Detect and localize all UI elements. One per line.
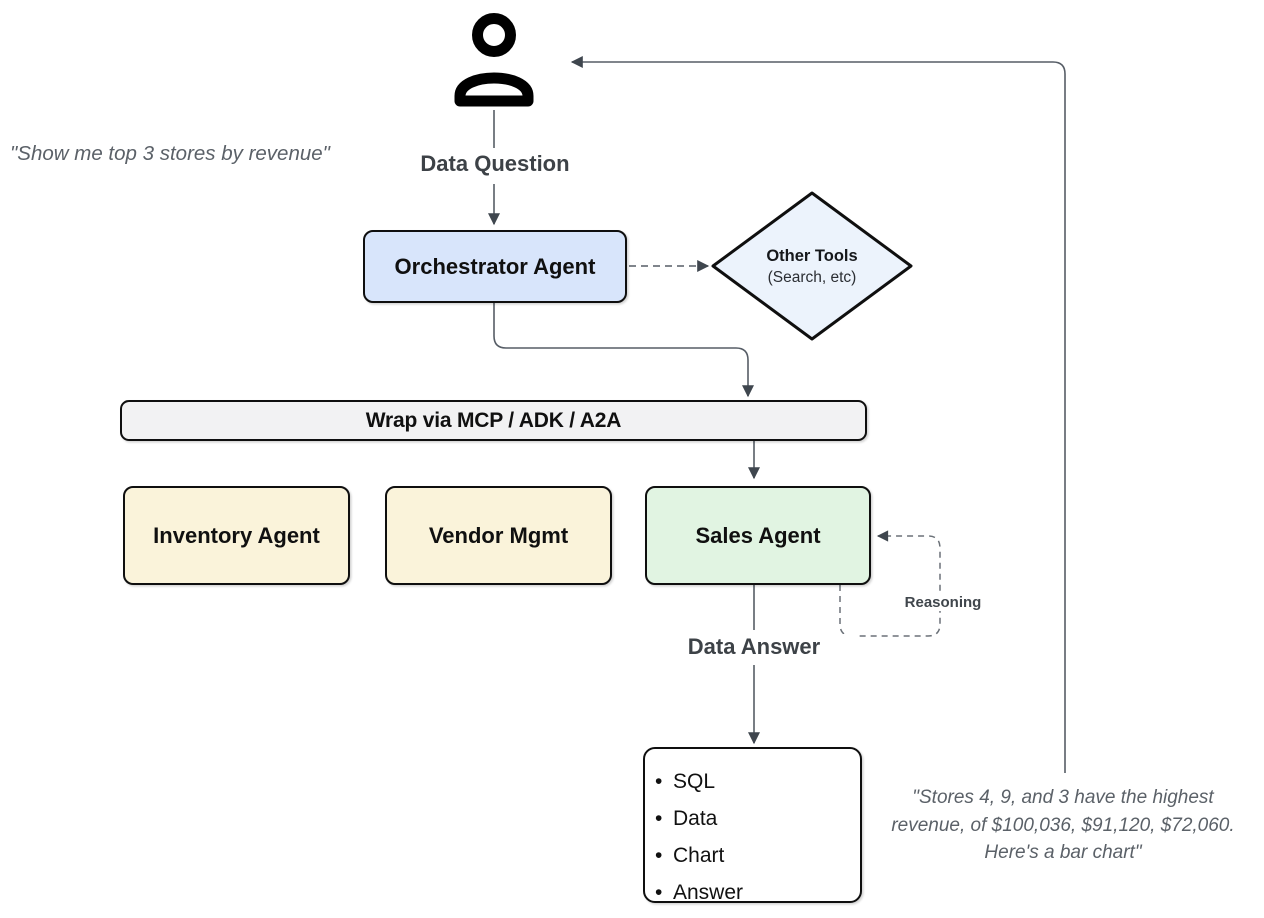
- inventory-agent-node: Inventory Agent: [123, 486, 350, 585]
- connector-return-to-user: [570, 56, 1066, 773]
- vendor-mgmt-node: Vendor Mgmt: [385, 486, 612, 585]
- person-icon: [454, 13, 534, 107]
- other-tools-title: Other Tools: [766, 246, 858, 265]
- user-request-quote: "Show me top 3 stores by revenue": [10, 142, 330, 165]
- connector-orchestrator-to-wrap: [493, 303, 754, 398]
- other-tools-diamond: [711, 191, 913, 341]
- output-item-chart: Chart: [655, 837, 743, 874]
- orchestrator-agent-node: Orchestrator Agent: [363, 230, 627, 303]
- reasoning-label: Reasoning: [878, 594, 1008, 611]
- sales-agent-node: Sales Agent: [645, 486, 871, 585]
- other-tools-node: Other Tools (Search, etc): [713, 193, 911, 339]
- response-quote-line: Here's a bar chart": [984, 842, 1142, 863]
- response-quote-line: revenue, of $100,036, $91,120, $72,060.: [891, 814, 1235, 836]
- data-answer-label: Data Answer: [652, 634, 856, 660]
- output-list: SQL Data Chart Answer: [645, 763, 743, 911]
- wrap-mcp-adk-a2a-bar: Wrap via MCP / ADK / A2A: [120, 400, 867, 441]
- other-tools-subtitle: (Search, etc): [767, 268, 857, 286]
- connector-reasoning-loop: [839, 530, 941, 637]
- output-item-sql: SQL: [655, 763, 743, 800]
- response-quote-line: "Stores 4, 9, and 3 have the highest: [912, 787, 1214, 808]
- output-item-data: Data: [655, 800, 743, 837]
- data-question-label: Data Question: [393, 151, 597, 177]
- output-item-answer: Answer: [655, 874, 743, 911]
- agent-response-quote: "Stores 4, 9, and 3 have the highest rev…: [863, 784, 1263, 867]
- output-node: SQL Data Chart Answer: [643, 747, 862, 911]
